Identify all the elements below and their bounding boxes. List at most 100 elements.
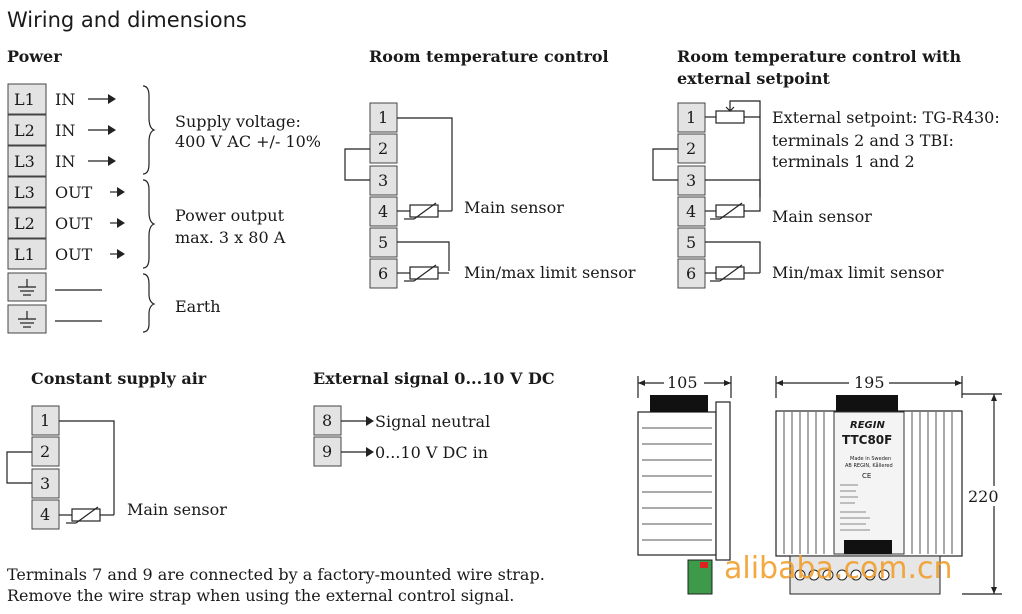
arrow-in-icon: [366, 416, 374, 426]
dimensions-section: 105 195: [637, 373, 1022, 595]
terminal-number: 5: [378, 233, 388, 252]
terminal-label: L2: [14, 214, 35, 233]
terminal-box: [313, 436, 342, 467]
terminal-number: 3: [378, 171, 388, 190]
supply-voltage-value: 400 V AC +/- 10%: [175, 132, 321, 151]
power-output-value: max. 3 x 80 A: [175, 228, 286, 247]
brace-icon: [142, 273, 156, 333]
main-sensor-label: Main sensor: [772, 207, 872, 226]
terminal-text: IN: [55, 121, 75, 140]
room-temp-ext-heading-2: external setpoint: [677, 69, 831, 88]
terminal-box: [677, 196, 706, 227]
terminal-box: [369, 258, 398, 289]
terminal-box: [369, 196, 398, 227]
terminal-box: [313, 405, 342, 436]
brace-icon: [142, 85, 156, 175]
terminal-label: L3: [14, 183, 35, 202]
power-terminal-row: L2 IN: [7, 114, 116, 146]
terminal-number: 5: [686, 233, 696, 252]
csa-heading: Constant supply air: [31, 369, 207, 388]
external-signal-section: External signal 0...10 V DC 8 Signal neu…: [313, 369, 555, 467]
potentiometer-icon: [715, 100, 745, 124]
terminal-box: [31, 405, 60, 436]
terminal-text: OUT: [55, 245, 93, 264]
terminal-number: 2: [40, 442, 50, 461]
power-section: Power L1 IN L2 IN L3 IN L3 OUT L2: [7, 47, 321, 334]
power-terminal-row: L3 OUT: [7, 176, 125, 208]
terminal-number: 8: [322, 411, 332, 430]
note-line: Terminals 7 and 9 are connected by a fac…: [7, 565, 545, 584]
terminal-number: 1: [686, 108, 696, 127]
device-brand: REGIN: [850, 420, 885, 431]
constant-supply-air-section: Constant supply air 1 2 3 4 Main sensor: [6, 369, 227, 530]
terminal-number: 2: [686, 139, 696, 158]
note-line: Remove the wire strap when using the ext…: [7, 586, 514, 605]
terminal-box: [369, 165, 398, 196]
terminal-text: OUT: [55, 214, 93, 233]
main-sensor-label: Main sensor: [464, 198, 564, 217]
terminal-box: [677, 102, 706, 133]
terminal-number: 1: [378, 108, 388, 127]
signal-neutral-label: Signal neutral: [375, 412, 490, 431]
brace-icon: [142, 179, 156, 269]
room-temp-ext-section: Room temperature control with external s…: [652, 47, 1000, 289]
terminal-number: 4: [40, 505, 50, 524]
sensor-icon: [710, 202, 745, 220]
device-made-in: Made in Sweden: [850, 456, 891, 462]
limit-sensor-label: Min/max limit sensor: [772, 263, 944, 282]
side-view-drawing: 105: [637, 373, 732, 595]
terminal-text: OUT: [55, 183, 93, 202]
earth-terminal: [7, 304, 102, 334]
arrow-in-icon: [108, 156, 116, 166]
depth-dimension: 105: [667, 373, 698, 392]
earth-icon: [18, 279, 36, 296]
power-heading: Power: [7, 47, 62, 66]
power-terminal-row: L3 IN: [7, 145, 116, 177]
terminal-number: 6: [378, 264, 388, 283]
arrow-out-icon: [117, 249, 125, 259]
ext-signal-heading: External signal 0...10 V DC: [313, 369, 555, 388]
power-terminal-row: L1 OUT: [7, 238, 125, 270]
terminal-number: 3: [686, 171, 696, 190]
main-sensor-label: Main sensor: [127, 500, 227, 519]
page-title: Wiring and dimensions: [7, 8, 247, 32]
terminal-number: 6: [686, 264, 696, 283]
setpoint-note: terminals 1 and 2: [772, 152, 915, 171]
terminal-number: 2: [378, 139, 388, 158]
terminal-label: L2: [14, 121, 35, 140]
signal-in-label: 0...10 V DC in: [375, 443, 488, 462]
room-temp-heading: Room temperature control: [369, 47, 609, 66]
device-ce: CE: [862, 472, 871, 480]
terminal-text: IN: [55, 90, 75, 109]
terminal-box: [31, 436, 60, 467]
arrow-out-icon: [117, 218, 125, 228]
terminal-number: 1: [40, 411, 50, 430]
power-terminal-row: L1 IN: [7, 83, 116, 115]
arrow-in-icon: [108, 94, 116, 104]
terminal-number: 9: [322, 442, 332, 461]
room-temp-section: Room temperature control 1 2 3 4 5 6: [344, 47, 636, 289]
earth-icon: [18, 311, 36, 328]
terminal-box: [677, 258, 706, 289]
terminal-number: 3: [40, 474, 50, 493]
supply-voltage-label: Supply voltage:: [175, 112, 301, 131]
height-dimension: 220: [968, 487, 999, 506]
limit-sensor-label: Min/max limit sensor: [464, 263, 636, 282]
terminal-label: L1: [14, 245, 35, 264]
terminal-label: L1: [14, 90, 35, 109]
setpoint-note: terminals 2 and 3 TBI:: [772, 131, 954, 150]
terminal-number: 4: [686, 202, 696, 221]
earth-terminal: [7, 272, 102, 302]
device-company: AB REGIN, Kållered: [845, 462, 893, 469]
arrow-in-icon: [366, 447, 374, 457]
arrow-in-icon: [108, 125, 116, 135]
sensor-icon: [404, 202, 439, 220]
terminal-number: 4: [378, 202, 388, 221]
device-model: TTC80F: [842, 433, 892, 447]
terminal-text: IN: [55, 152, 75, 171]
arrow-out-icon: [117, 187, 125, 197]
power-output-label: Power output: [175, 206, 285, 225]
earth-label: Earth: [175, 297, 221, 316]
setpoint-note: External setpoint: TG-R430:: [772, 108, 1000, 127]
